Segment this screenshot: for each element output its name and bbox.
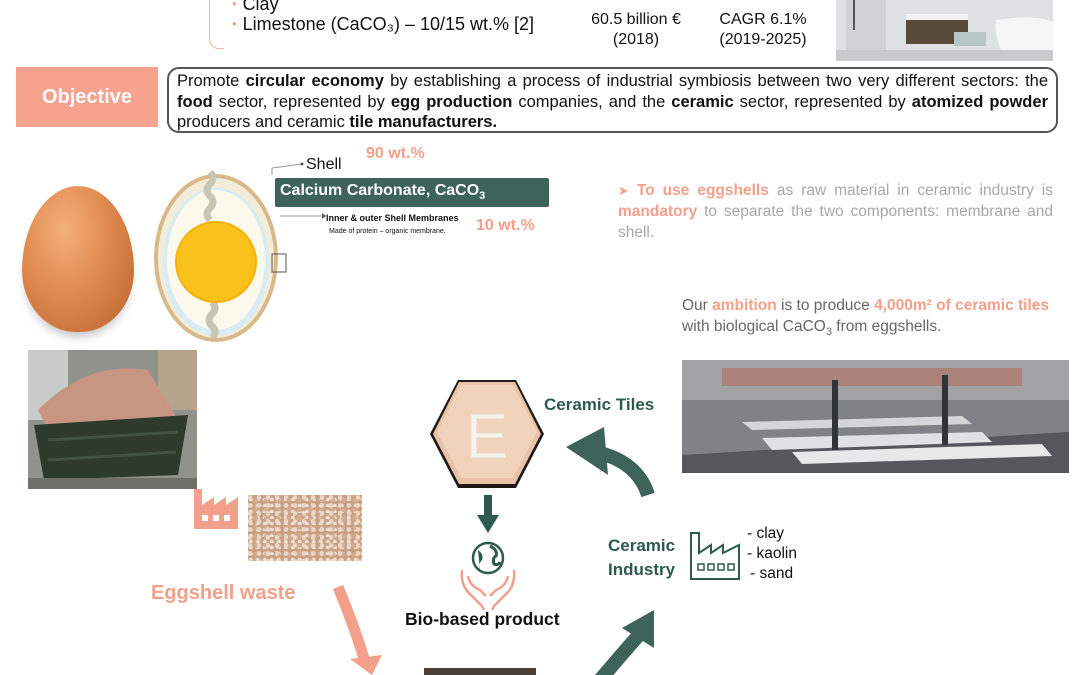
- tile-letter: E: [466, 400, 509, 472]
- bottom-photo: [424, 668, 536, 675]
- down-arrow-icon: [477, 495, 499, 533]
- bullet-clay: •Clay: [232, 0, 279, 15]
- arrow-to-ceramic-tiles: [566, 427, 655, 497]
- tile-factory-photo: [682, 360, 1069, 473]
- shell-percentage: 90 wt.%: [366, 145, 425, 162]
- membrane-note: Made of protein – organic membrane.: [329, 228, 446, 235]
- globe-in-hands-icon: [460, 541, 516, 611]
- factory-icon: [194, 489, 238, 529]
- ceramic-factory-icon: [690, 532, 740, 580]
- eggshell-dumpster-photo: [28, 350, 197, 489]
- ambition-text: Our ambition is to produce 4,000m² of ce…: [682, 297, 1050, 339]
- cagr: CAGR 6.1%(2019-2025): [719, 11, 807, 48]
- bathroom-photo: [836, 0, 1053, 61]
- raw-materials-list: - clay - kaolin - sand: [747, 524, 797, 584]
- bio-based-product-label: Bio-based product: [405, 609, 560, 629]
- membrane-label: Inner & outer Shell Membranes: [326, 213, 459, 223]
- bullet-dot: •: [232, 16, 237, 31]
- membrane-percentage: 10 wt.%: [476, 217, 535, 234]
- shell-label: Shell: [306, 156, 342, 173]
- egg-label-connector-lines: [271, 162, 326, 219]
- eggshell-waste-photo: [248, 495, 362, 561]
- bracket-line: [209, 0, 224, 49]
- calcium-carbonate-bar: Calcium Carbonate, CaCO3: [275, 178, 549, 207]
- raw-material-item: - clay: [747, 525, 785, 542]
- arrow-bullet-icon: ➤: [618, 183, 629, 198]
- ceramic-tile-hexagon: E: [430, 380, 544, 488]
- objective-tag: Objective: [16, 67, 158, 127]
- arrow-eggshell-down: [332, 585, 382, 675]
- bullet-limestone: •Limestone (CaCO₃) – 10/15 wt.% [2]: [232, 14, 535, 34]
- bullet-dot: •: [232, 0, 237, 11]
- objective-text: Promote circular economy by establishing…: [167, 67, 1058, 133]
- eggshell-waste-label: Eggshell waste: [151, 582, 296, 604]
- ceramic-tiles-label: Ceramic Tiles: [544, 395, 655, 414]
- market-size: 60.5 billion €(2018): [591, 11, 681, 48]
- arrow-to-ceramic-industry: [595, 610, 654, 675]
- egg-photo: [22, 186, 134, 332]
- raw-material-item: - kaolin: [747, 545, 797, 562]
- raw-material-item: - sand: [750, 565, 794, 582]
- separation-text: ➤ To use eggshells as raw material in ce…: [618, 182, 1053, 241]
- egg-cross-section-diagram: [154, 169, 287, 342]
